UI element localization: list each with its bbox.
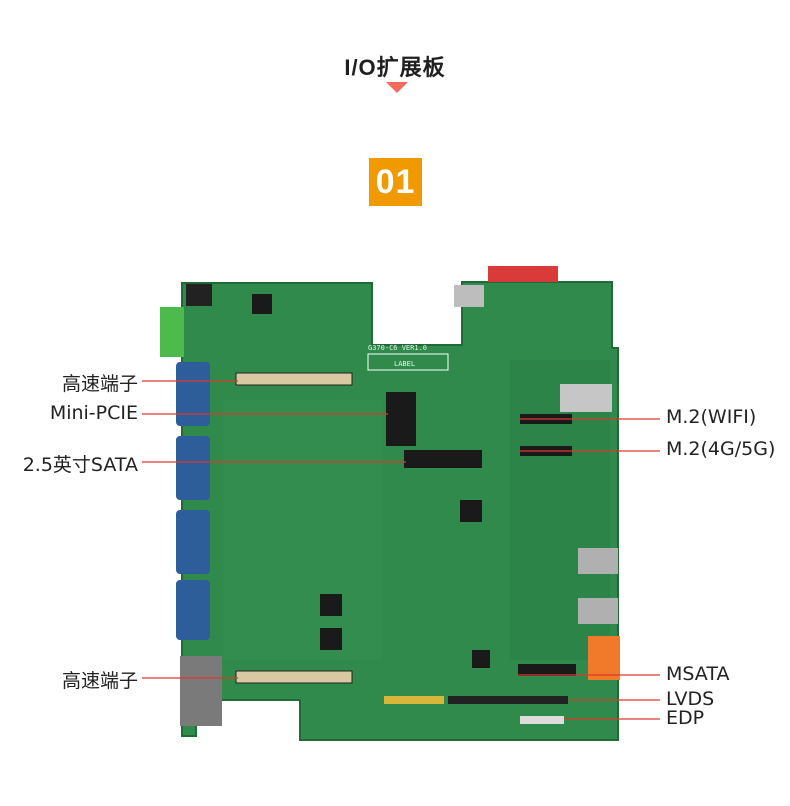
lvds-connector <box>448 696 568 704</box>
callout-label-m2-4g: M.2(4G/5G) <box>666 438 776 460</box>
red-header-top <box>488 266 558 282</box>
callout-label-sata: 2.5英寸SATA <box>22 454 138 476</box>
section-number-badge: 01 <box>369 158 422 206</box>
callout-label-hs-top: 高速端子 <box>61 373 138 395</box>
chip-3 <box>460 500 482 522</box>
serial-port-4 <box>176 580 210 640</box>
callout-label-mini-pcie: Mini-PCIE <box>49 402 138 424</box>
chip-2 <box>320 628 342 650</box>
msata-slot <box>518 664 576 676</box>
edp-connector <box>520 716 564 724</box>
audio-jack <box>186 284 212 306</box>
silkscreen-model: G370-C6 VER1.0 <box>368 344 427 352</box>
chip-4 <box>472 650 490 668</box>
serial-port-2 <box>176 436 210 500</box>
terminal-block-left <box>160 307 184 357</box>
usb-port-right-1 <box>578 548 618 574</box>
chip-1 <box>320 594 342 616</box>
ethernet-port <box>180 656 222 726</box>
usb-port-right-2 <box>578 598 618 624</box>
silkscreen-label-box <box>367 353 449 371</box>
silkscreen-label: LABEL <box>394 360 415 368</box>
callout-label-edp: EDP <box>666 707 705 729</box>
terminal-block-right <box>588 636 620 680</box>
usb-port-top <box>454 285 484 307</box>
pin-header <box>384 696 444 704</box>
high-speed-connector-bottom <box>235 670 353 684</box>
caret-down-icon <box>386 82 408 93</box>
sata-connector <box>404 450 482 468</box>
callout-label-msata: MSATA <box>666 663 730 685</box>
chip-5 <box>252 294 272 314</box>
callout-label-hs-bottom: 高速端子 <box>61 670 138 692</box>
high-speed-connector-top <box>235 372 353 386</box>
pcb-region-left <box>222 400 382 660</box>
serial-port-1 <box>176 362 210 426</box>
page-title: I/O扩展板 <box>344 55 446 80</box>
sim-slot <box>560 384 612 412</box>
mini-pcie-slot <box>386 392 416 446</box>
callout-label-m2-wifi: M.2(WIFI) <box>666 406 757 428</box>
callout-lines <box>142 380 660 720</box>
serial-port-3 <box>176 510 210 574</box>
callout-label-lvds: LVDS <box>666 688 715 710</box>
